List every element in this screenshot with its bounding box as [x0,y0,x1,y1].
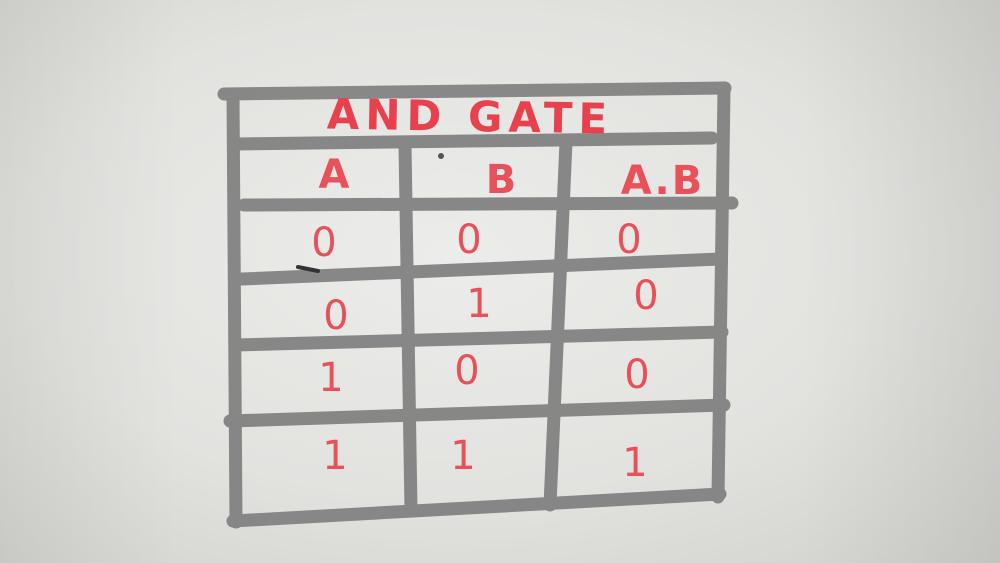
cell-row1-b: 0 [456,217,484,263]
cell-row3-ab: 0 [624,352,652,398]
cell-row4-b: 1 [450,433,478,479]
grid-line-top [217,81,732,101]
grid-line-header-divider [237,196,739,212]
pencil-smudge [296,265,320,273]
cell-row2-b: 1 [466,281,494,327]
grid-line-col1-divider [398,138,418,517]
cell-row1-ab: 0 [616,217,644,263]
grid-line-row3-divider [223,398,731,428]
cell-row2-a: 0 [323,293,351,339]
table-title: AND GATE [326,89,614,143]
cell-row1-a: 0 [311,220,339,266]
header-cell-ab: A.B [620,158,705,204]
grid-line-row2-divider [229,325,729,352]
cell-row3-a: 1 [318,355,346,401]
cell-row4-ab: 1 [622,440,650,486]
grid-line-right [711,83,731,504]
cell-row2-ab: 0 [633,273,661,319]
cell-row3-b: 0 [454,348,482,394]
grid-line-row1-divider [235,252,727,286]
cell-row4-a: 1 [322,433,350,479]
header-cell-b: B [485,157,519,203]
grid-line-left [226,87,243,529]
grid-line-title-divider [229,131,719,151]
pencil-dot [438,153,444,159]
header-cell-a: A [318,152,352,198]
grid-line-bottom [226,487,727,528]
grid-line-col2-divider [543,135,573,512]
